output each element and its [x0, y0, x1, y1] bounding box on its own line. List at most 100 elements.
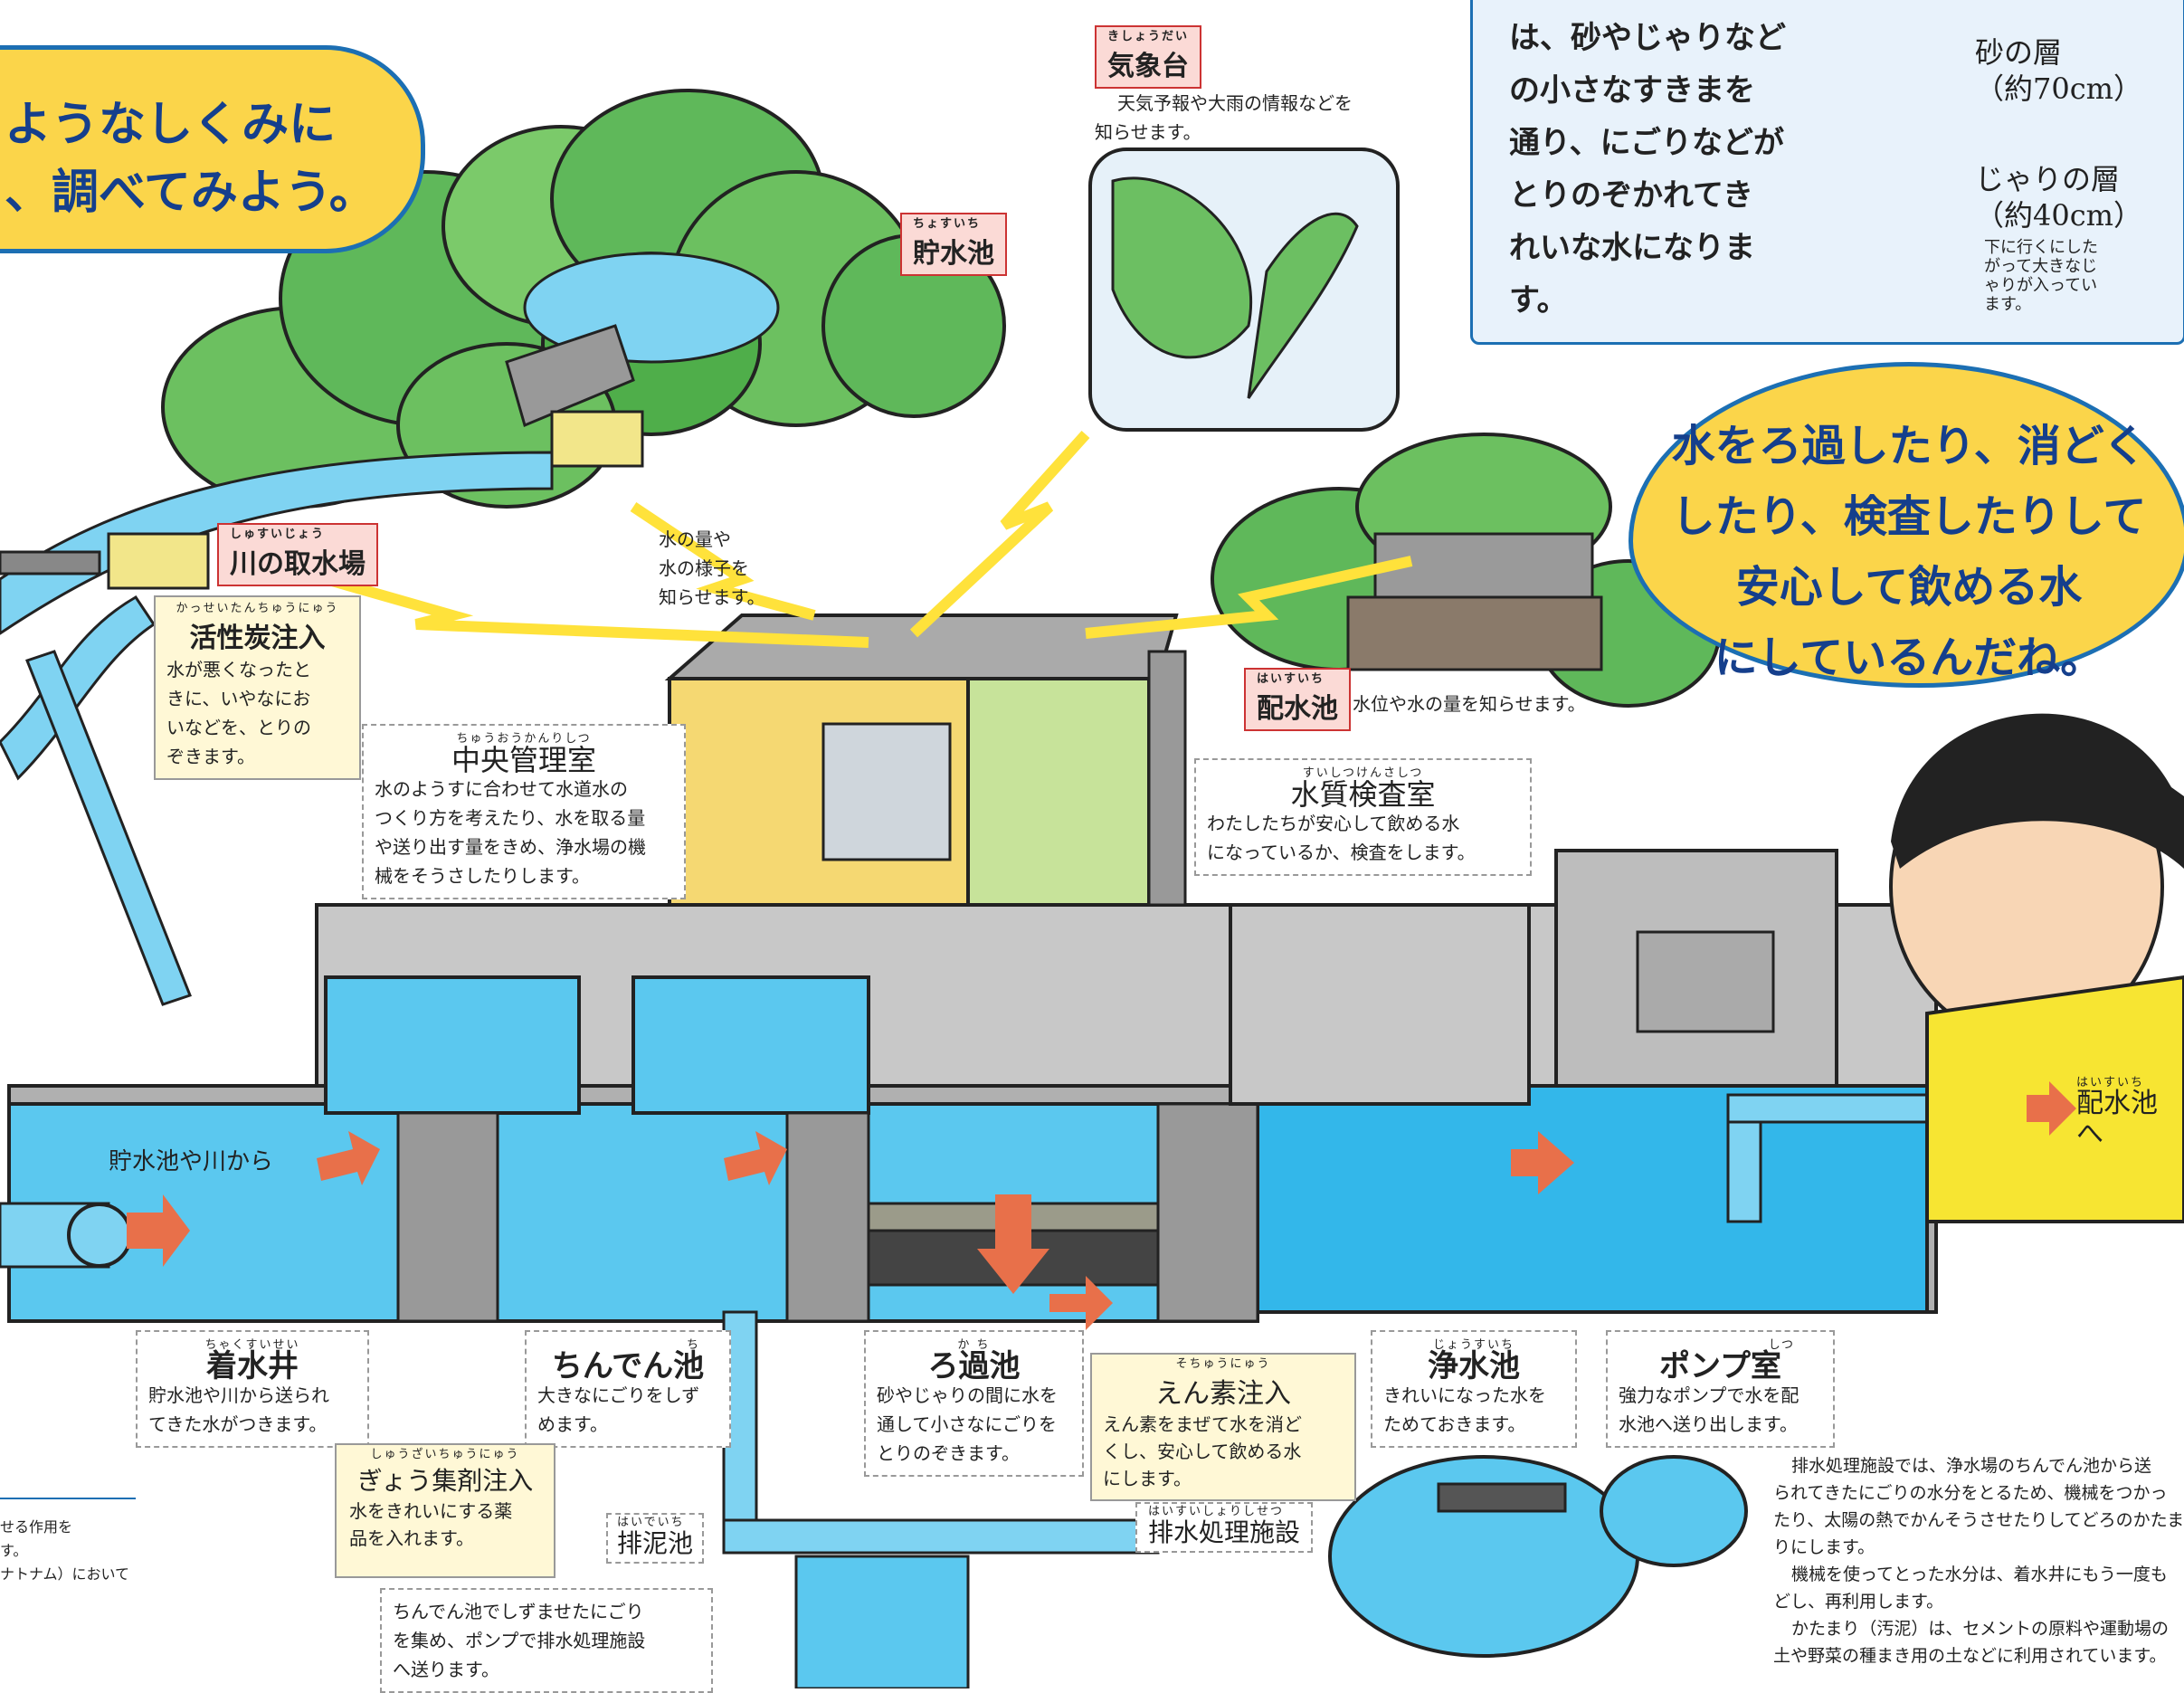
carbon-line: ぞきます。: [166, 746, 255, 767]
left-footnote: せる作用を す。 ナトナム）において: [0, 1516, 129, 1586]
filtration-ruby: か ち: [957, 1338, 991, 1352]
gravel-note-line: がって大きなじ: [1984, 257, 2098, 276]
reservoir-label: ちょすいち 貯水池: [900, 213, 1007, 276]
reporter-note: 水の量や 水の様子を 知らせます。: [659, 525, 765, 612]
left-footnote-rule: [0, 1498, 136, 1499]
control-room-title: 中央管理室: [451, 743, 596, 777]
weather-title: 気象台: [1107, 51, 1189, 82]
distribution-description: 水位や水の量を知らせます。: [1353, 693, 1586, 715]
pump-line: 水池へ送り出します。: [1619, 1413, 1798, 1435]
sludge-pond-ruby: はいでいち: [617, 1516, 685, 1529]
wastewater-line: かたまり（汚泥）は、セメントの原料や運動場の: [1791, 1619, 2170, 1639]
distribution-title: 配水池: [1257, 693, 1338, 725]
control-room-box: ちゅうおうかんりしつ 中央管理室 水のようすに合わせて水道水の つくり方を考えた…: [362, 724, 686, 899]
wastewater-explanation: 排水処理施設では、浄水場のちんでん池から送 られてきたにごりの水分をとるため、機…: [1773, 1452, 2184, 1669]
control-room-ruby: ちゅうおうかんりしつ: [456, 732, 592, 746]
weather-station-label: きしょうだい 気象台: [1095, 25, 1202, 89]
wastewater-line: たり、太陽の熱でかんそうさせたりしてどろのかたま: [1773, 1510, 2184, 1530]
carbon-line: きに、いやなにお: [166, 688, 311, 709]
intake-well-box: ちゃくすいせい 着水井 貯水池や川から送られ てきた水がつきます。: [136, 1330, 369, 1448]
gravel-note-line: ます。: [1984, 295, 2032, 314]
sand-layer-title: 砂の層: [1975, 35, 2063, 70]
footnote-line: す。: [0, 1542, 28, 1559]
weather-desc-line: 天気予報や大雨の情報などを: [1117, 92, 1353, 114]
speech-bubble-top-left: ようなしくみに 、調べてみよう。: [0, 45, 425, 253]
weather-desc-line: 知らせます。: [1095, 121, 1201, 143]
speech-line-1: ようなしくみに: [5, 98, 337, 152]
footnote-line: ナトナム）において: [0, 1565, 130, 1583]
clean-water-line: ためておきます。: [1383, 1413, 1526, 1435]
wastewater-line: どし、再利用します。: [1773, 1592, 1944, 1612]
coagulant-ruby: しゅうざいちゅうにゅう: [370, 1448, 520, 1461]
outlet-ruby: はいすいち: [2076, 1076, 2145, 1089]
clean-water-line: きれいになった水を: [1383, 1384, 1546, 1406]
clean-water-ruby: じょうすいち: [1432, 1338, 1515, 1352]
reservoir-title: 貯水池: [913, 238, 994, 270]
sludge-line: ちんでん池でしずませたにごり: [393, 1601, 644, 1622]
chlorine-title: えん素注入: [1155, 1378, 1291, 1410]
sludge-line: を集め、ポンプで排水処理施設: [393, 1630, 646, 1651]
gravel-note-line: 下に行くにした: [1984, 238, 2098, 257]
wastewater-line: 機械を使ってとった水分は、着水井にもう一度も: [1791, 1565, 2168, 1584]
filter-text-line: す。: [1509, 282, 1568, 319]
wastewater-ruby: はいすいしょりしせつ: [1148, 1505, 1285, 1518]
wastewater-line: 土や野菜の種まき用の土などに利用されています。: [1773, 1646, 2167, 1666]
speech-line-1: 水をろ過したり、消どく: [1671, 421, 2147, 471]
chlorine-line: にします。: [1103, 1468, 1192, 1489]
sludge-pond-title: 排泥池: [617, 1528, 694, 1558]
footnote-line: せる作用を: [0, 1518, 73, 1536]
wastewater-line: られてきたにごりの水分をとるため、機械をつかっ: [1773, 1483, 2168, 1503]
reporter-line: 水の量や: [659, 528, 731, 550]
weather-ruby: きしょうだい: [1107, 30, 1190, 43]
speech-line-2: したり、検査したりして: [1671, 491, 2147, 542]
filter-text-line: れいな水になりま: [1509, 230, 1755, 266]
speech-bubble-right: 水をろ過したり、消どく したり、検査したりして 安心して飲める水 にしているんだ…: [1629, 362, 2184, 688]
gravel-note: 下に行くにした がって大きなじ ゃりが入ってい ます。: [1984, 238, 2098, 314]
clean-water-pond-box: じょうすいち 浄水池 きれいになった水を ためておきます。: [1371, 1330, 1577, 1448]
gravel-layer-label: じゃりの層 （約40cm）: [1975, 161, 2142, 233]
gravel-layer-title: じゃりの層: [1975, 162, 2121, 196]
intake-ruby: しゅすいじょう: [230, 528, 326, 541]
filtration-line: とりのぞきます。: [877, 1442, 1020, 1464]
filter-info-box: は、砂やじゃりなど の小さなすきまを 通り、にごりなどが とりのぞかれてき れい…: [1470, 0, 2184, 345]
speech-line-3: 安心して飲める水: [1735, 562, 2083, 613]
outlet-label: はいすいち 配水池へ: [2076, 1077, 2184, 1151]
activated-carbon-box: かっせいたんちゅうにゅう 活性炭注入 水が悪くなったと きに、いやなにお いなど…: [154, 595, 361, 780]
lab-line: になっているか、検査をします。: [1207, 842, 1476, 863]
filtration-title: ろ過池: [927, 1348, 1021, 1384]
coagulant-line: 水をきれいにする薬: [349, 1500, 513, 1522]
gravel-layer-size: （約40cm）: [1975, 198, 2142, 233]
filtration-line: 砂やじゃりの間に水を: [877, 1384, 1058, 1406]
settling-ruby: ち: [686, 1338, 700, 1352]
carbon-title: 活性炭注入: [189, 623, 326, 654]
chlorine-line: くし、安心して飲める水: [1103, 1441, 1302, 1462]
chlorine-ruby: そちゅうにゅう: [1175, 1357, 1271, 1371]
carbon-ruby: かっせいたんちゅうにゅう: [176, 602, 339, 615]
settling-title: ちんでん池: [551, 1348, 705, 1384]
intake-well-title: 着水井: [206, 1348, 299, 1384]
distribution-ruby: はいすいち: [1257, 672, 1325, 686]
sludge-line: へ送ります。: [393, 1659, 499, 1680]
lab-ruby: すいしつけんさしつ: [1302, 766, 1424, 780]
outlet-text: 配水池へ: [2076, 1088, 2158, 1150]
pump-ruby: しつ: [1768, 1338, 1795, 1352]
reporter-line: 水の様子を: [659, 557, 749, 579]
carbon-line: いなどを、とりの: [166, 717, 311, 738]
sand-layer-label: 砂の層 （約70cm）: [1975, 34, 2142, 107]
filter-text-line: とりのぞかれてき: [1509, 177, 1753, 214]
reporter-line: 知らせます。: [659, 586, 765, 608]
weather-description: 天気予報や大雨の情報などを 知らせます。: [1095, 89, 1353, 147]
filter-text-line: の小さなすきまを: [1509, 72, 1755, 109]
control-room-line: や送り出す量をきめ、浄水場の機: [375, 836, 646, 858]
settling-line: めます。: [537, 1413, 608, 1435]
settling-line: 大きなにごりをしず: [537, 1384, 700, 1406]
carbon-line: 水が悪くなったと: [166, 659, 311, 680]
chlorine-line: えん素をまぜて水を消ど: [1103, 1413, 1302, 1435]
wastewater-line: りにします。: [1773, 1537, 1875, 1557]
wastewater-line: 排水処理施設では、浄水場のちんでん池から送: [1791, 1456, 2152, 1476]
intake-well-line: てきた水がつきます。: [148, 1413, 328, 1435]
filtration-pond-box: か ち ろ過池 砂やじゃりの間に水を 通して小さなにごりを とりのぞきます。: [864, 1330, 1084, 1477]
sludge-pond-box: ちんでん池でしずませたにごり を集め、ポンプで排水処理施設 へ送ります。: [380, 1588, 713, 1693]
intake-station-label: しゅすいじょう 川の取水場: [217, 523, 378, 586]
speech-line-4: にしているんだね。: [1714, 632, 2104, 683]
